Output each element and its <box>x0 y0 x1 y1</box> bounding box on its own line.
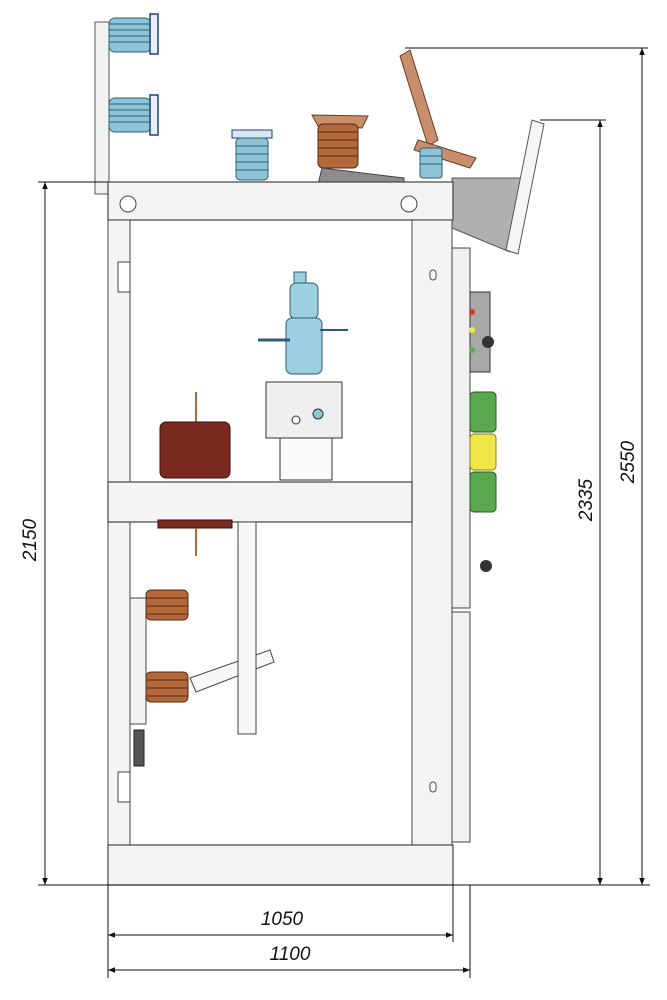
yellow-switch <box>469 433 497 471</box>
roof-pressure-relief-flap <box>451 119 545 255</box>
current-transformer <box>157 392 233 556</box>
control-knob-lower <box>480 560 492 572</box>
busbar-insulator-lower <box>108 94 159 136</box>
lower-disconnector <box>129 521 275 767</box>
green-switch-lower <box>469 471 497 513</box>
vacuum-circuit-breaker <box>258 271 348 481</box>
middle-crossbeam <box>107 481 413 523</box>
roof-insulator-copper <box>311 114 405 185</box>
lifting-hole <box>119 195 137 213</box>
earthing-switch-arm <box>399 49 477 179</box>
dimension-lines <box>38 47 650 978</box>
dimension-label-width-inner: 1050 <box>261 909 304 930</box>
base-frame <box>107 844 454 886</box>
dimension-label-height-total: 2550 <box>618 440 639 484</box>
dimension-label-height-cabinet: 2150 <box>20 518 41 562</box>
roof-insulator-blue <box>231 129 273 181</box>
lifting-hole-right <box>400 195 418 213</box>
left-hinge-lower <box>117 771 131 803</box>
control-knob-upper <box>482 336 494 348</box>
left-hinge-upper <box>117 261 131 293</box>
left-post <box>107 219 131 846</box>
top-busbar-assembly <box>94 13 159 195</box>
right-post <box>411 219 453 846</box>
front-control-panel <box>451 247 497 843</box>
green-switch-upper <box>469 391 497 433</box>
dimension-label-height-mid: 2335 <box>576 478 597 522</box>
indicator-lamp-yellow <box>469 327 475 333</box>
indicator-lamp-red <box>469 309 475 315</box>
top-frame-beam <box>107 181 454 221</box>
cabinet-frame <box>107 181 454 886</box>
indicator-lamp-green <box>469 347 475 353</box>
busbar-mount-plate <box>94 21 110 195</box>
busbar-insulator-upper <box>108 13 159 55</box>
dimension-label-width-outer: 1100 <box>270 944 311 965</box>
